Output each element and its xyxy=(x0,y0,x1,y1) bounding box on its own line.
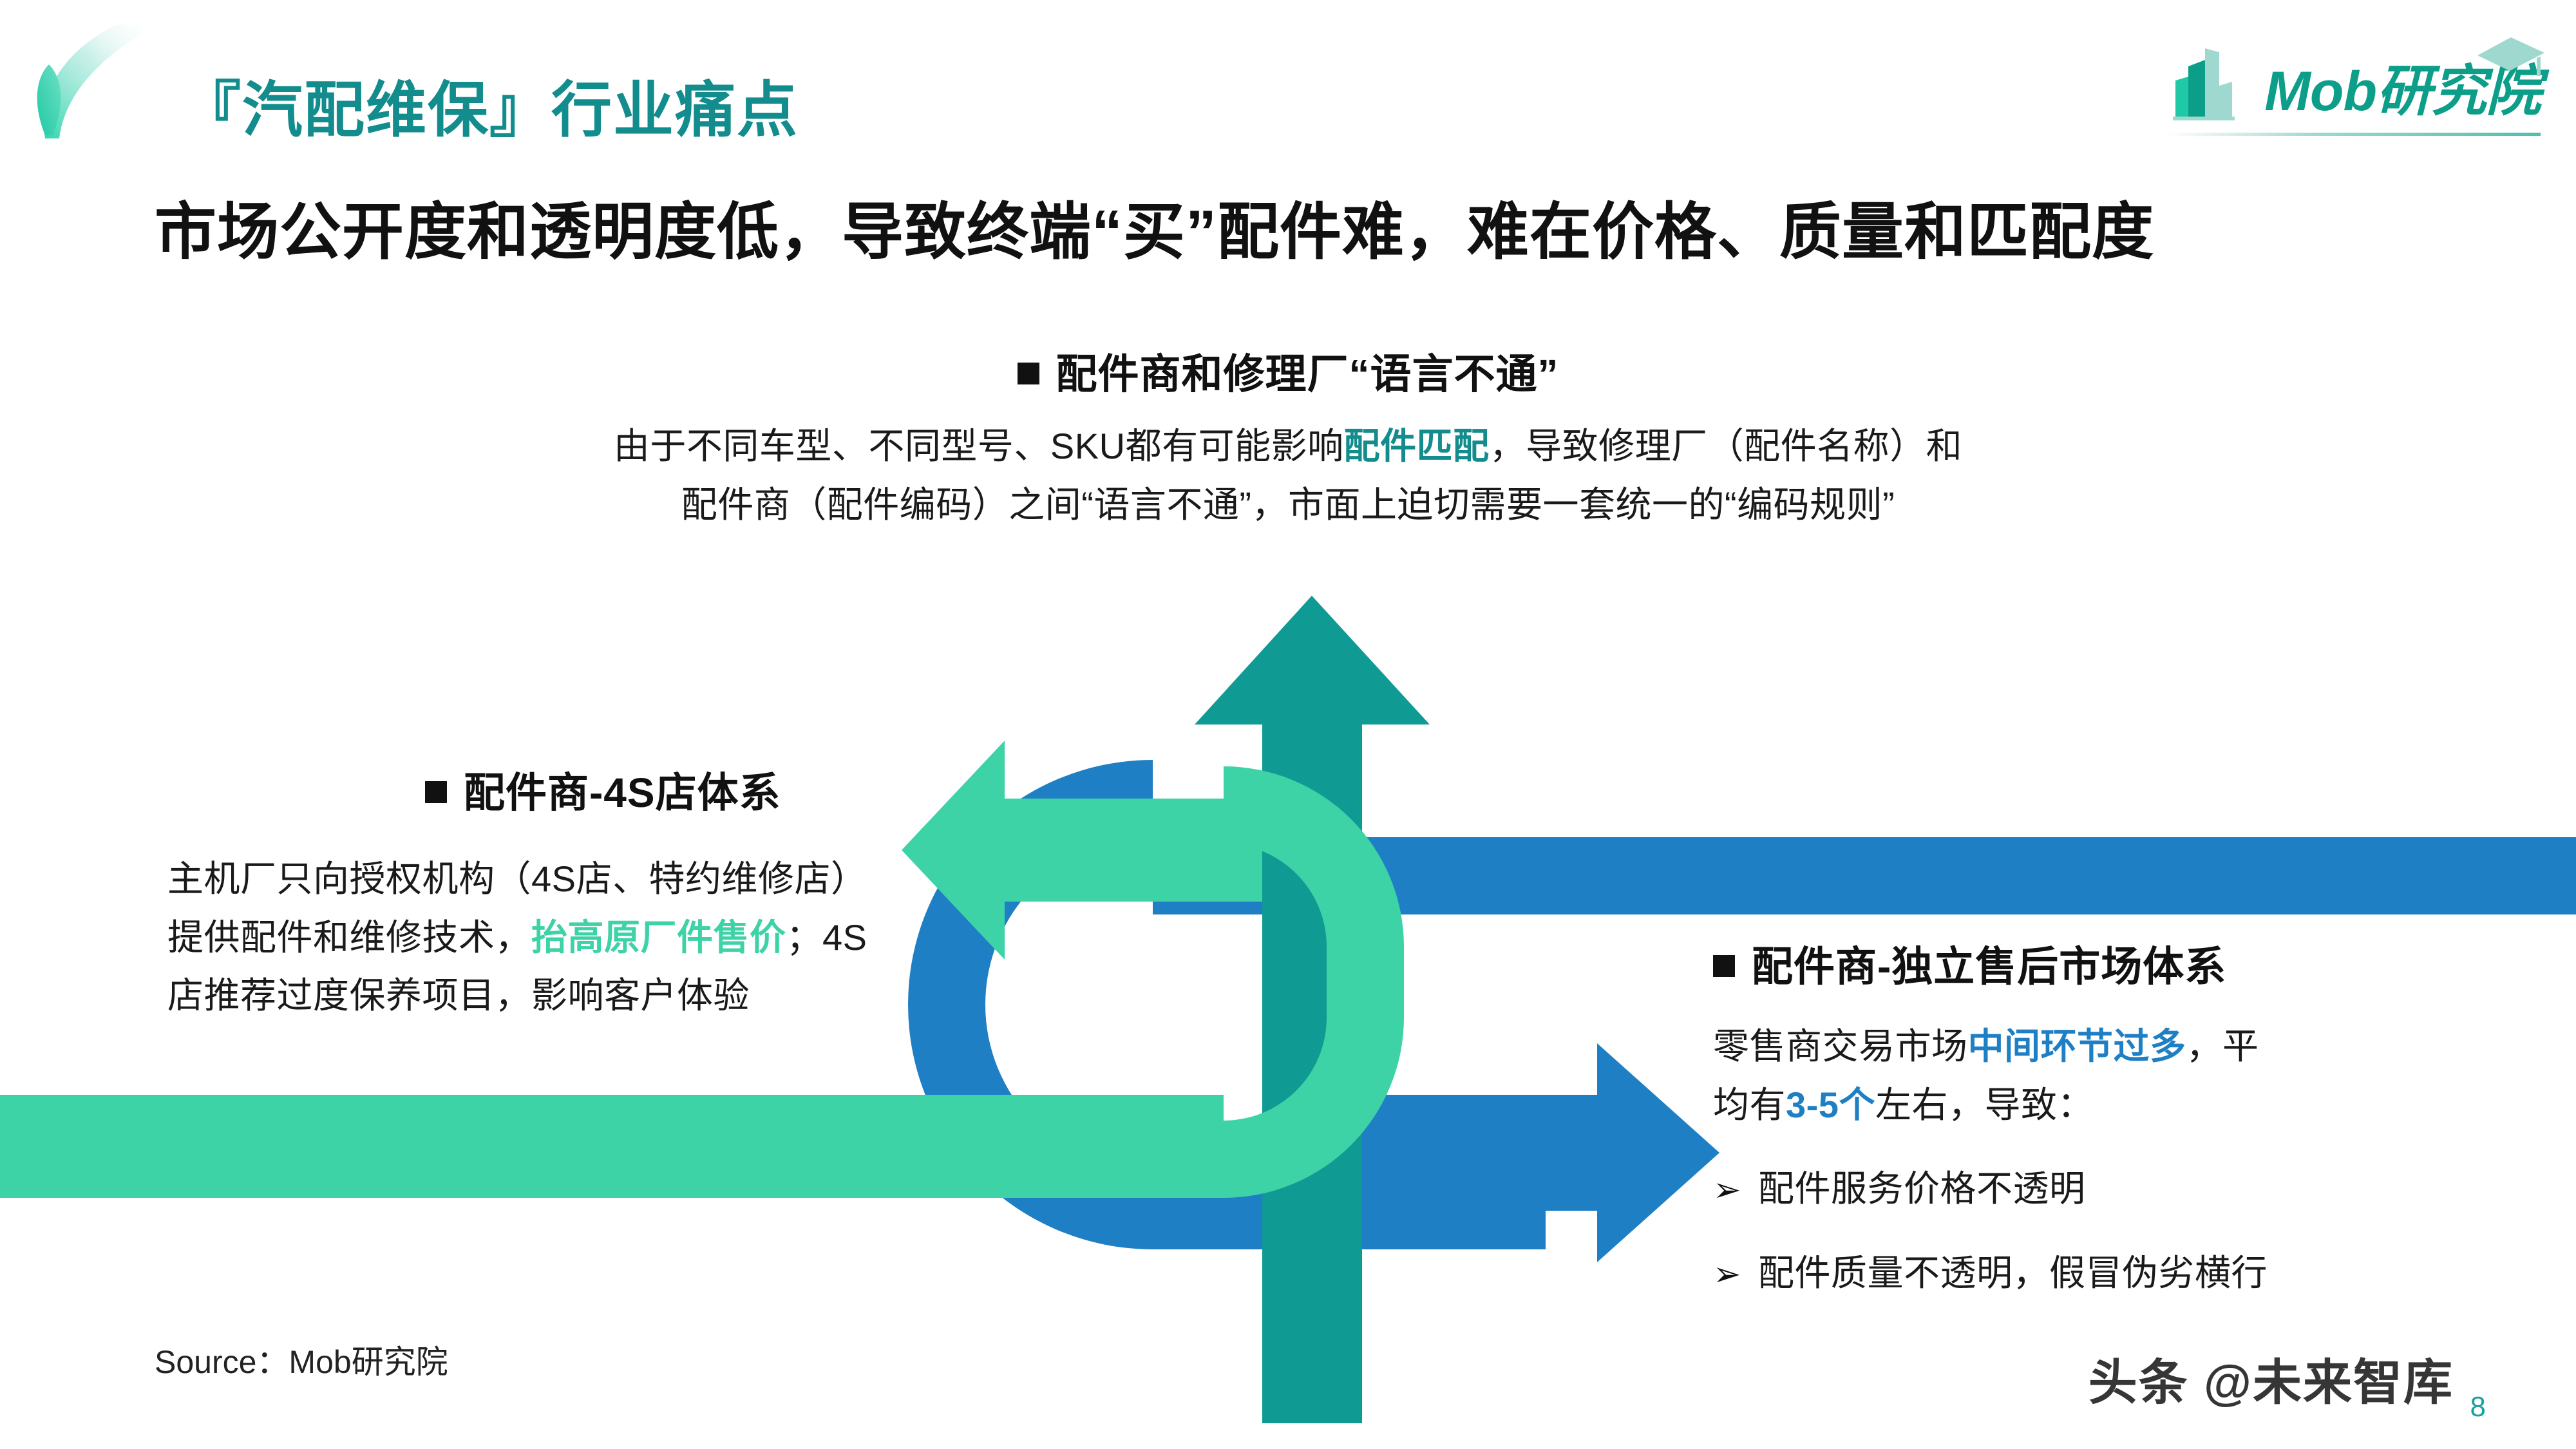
block-top-body: 由于不同车型、不同型号、SKU都有可能影响配件匹配，导致修理厂（配件名称）和 配… xyxy=(451,417,2125,534)
block-left-line2: 提供配件和维修技术，抬高原厂件售价；4S xyxy=(167,909,1082,967)
block-right-body: 零售商交易市场中间环节过多，平 均有3-5个左右，导致： ➢ 配件服务价格不透明… xyxy=(1713,1018,2505,1303)
watermark: 头条 @未来智库 xyxy=(2088,1356,2454,1410)
block-right-bullet-list: ➢ 配件服务价格不透明 ➢ 配件质量不透明，假冒伪劣横行 xyxy=(1713,1160,2505,1302)
source-note: Source：Mob研究院 xyxy=(155,1344,448,1380)
blue-right-arrow xyxy=(1352,1043,1719,1262)
block-right-line1-highlight: 中间环节过多 xyxy=(1967,1026,2186,1066)
list-item-text: 配件质量不透明，假冒伪劣横行 xyxy=(1758,1253,2268,1294)
block-left-line3: 店推荐过度保养项目，影响客户体验 xyxy=(167,975,750,1016)
logo: Mob研究院 xyxy=(2156,37,2544,134)
bullet-square-icon xyxy=(1713,955,1735,977)
building-graduation-cap-icon xyxy=(2173,48,2235,120)
bullet-square-icon xyxy=(425,781,447,803)
arrow-bullet-icon: ➢ xyxy=(1713,1171,1742,1209)
block-left-line2-highlight: 抬高原厂件售价 xyxy=(531,916,786,958)
logo-underline xyxy=(2167,133,2541,136)
block-right-heading: 配件商-独立售后市场体系 xyxy=(1713,934,2226,993)
block-left-body: 主机厂只向授权机构（4S店、特约维修店） 提供配件和维修技术，抬高原厂件售价；4… xyxy=(167,850,1082,1025)
green-loop xyxy=(1224,766,1404,1198)
block-right-line1-post: ，平 xyxy=(2186,1026,2259,1066)
block-top-heading: 配件商和修理厂“语言不通” xyxy=(451,341,2125,401)
block-right-line2-highlight: 3-5个 xyxy=(1786,1084,1875,1125)
block-right-heading-text: 配件商-独立售后市场体系 xyxy=(1752,943,2227,990)
block-top-line2: 配件商（配件编码）之间“语言不通”，市面上迫切需要一套统一的“编码规则” xyxy=(681,484,1895,525)
block-right-line2-post: 左右，导致： xyxy=(1875,1084,2094,1125)
block-top-line1-highlight: 配件匹配 xyxy=(1343,426,1490,466)
block-right-line2: 均有3-5个左右，导致： xyxy=(1713,1076,2505,1135)
block-top-line1-pre: 由于不同车型、不同型号、SKU都有可能影响 xyxy=(613,426,1344,466)
block-right-line1-pre: 零售商交易市场 xyxy=(1713,1026,1968,1066)
graduation-cap-icon xyxy=(2477,37,2544,76)
logo-text: Mob研究院 xyxy=(2264,60,2541,122)
list-item: ➢ 配件质量不透明，假冒伪劣横行 xyxy=(1713,1244,2505,1303)
arrow-bullet-icon: ➢ xyxy=(1713,1256,1742,1294)
block-left-line2-pre: 提供配件和维修技术， xyxy=(167,916,531,958)
green-left-long-arrow xyxy=(1024,799,1243,902)
page-number: 8 xyxy=(2470,1391,2486,1423)
bullet-square-icon xyxy=(1017,363,1039,384)
block-left-heading: 配件商-4S店体系 xyxy=(425,760,781,819)
block-top-line1: 由于不同车型、不同型号、SKU都有可能影响配件匹配，导致修理厂（配件名称）和 xyxy=(451,417,2125,476)
block-right-line2-pre: 均有 xyxy=(1713,1084,1786,1125)
block-right-line1: 零售商交易市场中间环节过多，平 xyxy=(1713,1018,2505,1076)
block-left-line1: 主机厂只向授权机构（4S店、特约维修店） xyxy=(167,858,867,899)
block-left-line2-post: ；4S xyxy=(786,916,867,958)
block-right-heading-wrap: 配件商-独立售后市场体系 xyxy=(1713,934,2226,993)
block-top-heading-text: 配件商和修理厂“语言不通” xyxy=(1056,351,1559,397)
block-left-heading-wrap: 配件商-4S店体系 xyxy=(425,760,781,819)
subtitle: 市场公开度和透明度低，导致终端“买”配件难，难在价格、质量和匹配度 xyxy=(155,198,2154,267)
block-top: 配件商和修理厂“语言不通” 由于不同车型、不同型号、SKU都有可能影响配件匹配，… xyxy=(451,341,2125,534)
block-left-heading-text: 配件商-4S店体系 xyxy=(464,770,781,816)
list-item-text: 配件服务价格不透明 xyxy=(1758,1168,2086,1209)
list-item: ➢ 配件服务价格不透明 xyxy=(1713,1160,2505,1218)
green-incoming-bar xyxy=(0,1095,1224,1198)
block-top-line1-post: ，导致修理厂（配件名称）和 xyxy=(1489,426,1963,466)
page-title: 『汽配维保』行业痛点 xyxy=(180,76,799,144)
